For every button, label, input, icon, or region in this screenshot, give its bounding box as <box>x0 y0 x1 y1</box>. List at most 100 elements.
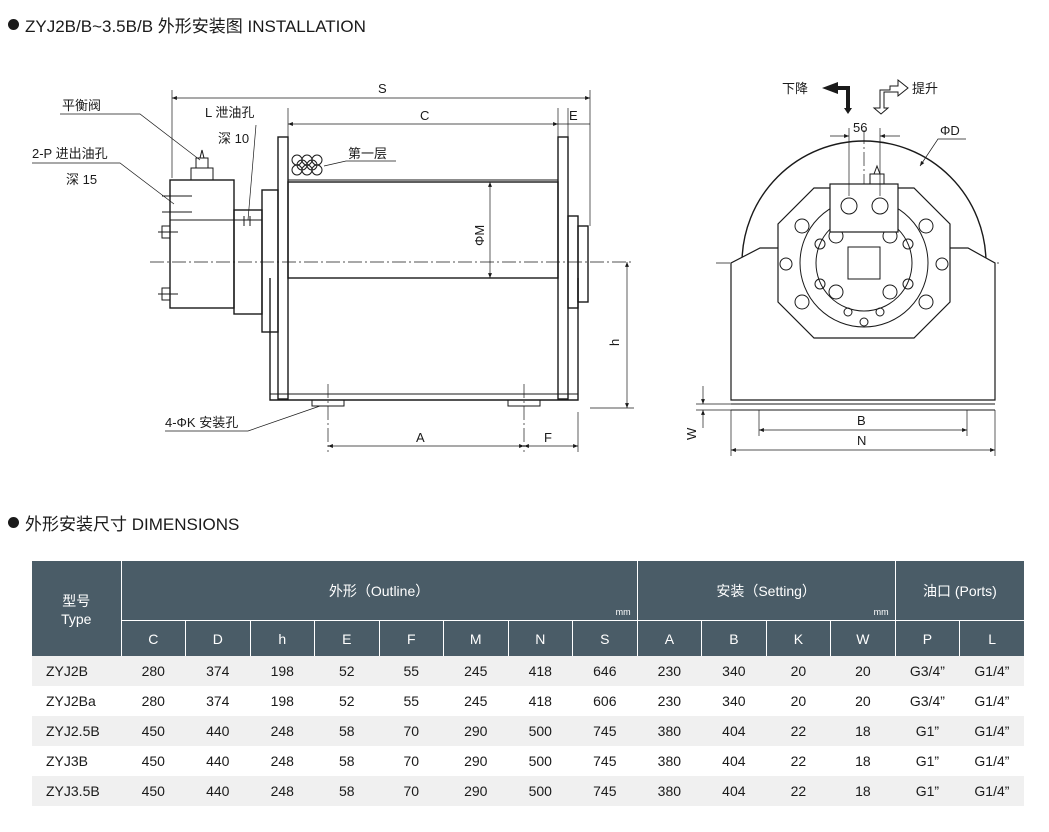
table-cell: 22 <box>766 776 831 806</box>
table-cell: 58 <box>314 716 379 746</box>
type-header: 型号 Type <box>32 561 122 656</box>
table-cell: 70 <box>379 716 444 746</box>
column-header-n: N <box>508 620 573 656</box>
dimensions-title: 外形安装尺寸 DIMENSIONS <box>25 515 240 534</box>
type-header-en: Type <box>61 610 92 627</box>
table-cell: 248 <box>270 753 294 769</box>
table-cell: 20 <box>830 656 896 686</box>
table-cell: 418 <box>528 693 552 709</box>
table-cell: 440 <box>206 753 230 769</box>
table-cell: 22 <box>766 716 831 746</box>
table-cell: 500 <box>508 776 573 806</box>
table-cell: 404 <box>701 716 767 746</box>
table-cell: 374 <box>185 656 250 686</box>
table-cell: G1/4” <box>959 716 1025 746</box>
table-cell: 248 <box>250 716 315 746</box>
table-cell: G3/4” <box>895 656 960 686</box>
model-cell: ZYJ2.5B <box>32 716 121 746</box>
table-cell: 450 <box>141 753 165 769</box>
mounting-holes-label: 4-ΦK 安装孔 <box>165 415 238 430</box>
column-header-f: F <box>379 620 444 656</box>
column-header-d: D <box>185 620 251 656</box>
outline-unit: mm <box>615 607 631 617</box>
column-header-k: K <box>766 620 832 656</box>
table-cell: 290 <box>464 753 488 769</box>
table-cell: 58 <box>338 753 355 769</box>
column-header-m: M <box>443 620 509 656</box>
table-cell: 450 <box>121 716 186 746</box>
table-cell: 230 <box>657 693 682 709</box>
dim-label-n: N <box>857 433 866 448</box>
table-cell: G1” <box>895 776 960 806</box>
column-header-p: P <box>895 620 961 656</box>
table-cell: 70 <box>403 753 420 769</box>
model-cell: ZYJ3.5B <box>32 776 121 806</box>
table-cell: 280 <box>121 656 186 686</box>
drain-port-label: L 泄油孔 <box>205 105 254 120</box>
setting-unit: mm <box>873 607 889 617</box>
oil-ports-label: 2-P 进出油孔 <box>32 146 108 161</box>
table-cell: 248 <box>250 776 315 806</box>
bullet-icon <box>8 19 19 30</box>
table-cell: 58 <box>314 776 379 806</box>
table-cell: 374 <box>206 693 230 709</box>
table-cell: G1/4” <box>974 693 1010 709</box>
balance-valve-label: 平衡阀 <box>62 98 101 113</box>
column-header-c: C <box>121 620 186 656</box>
table-cell: 500 <box>528 753 552 769</box>
table-cell: 340 <box>722 693 746 709</box>
table-cell: 290 <box>443 716 508 746</box>
table-cell: 380 <box>657 753 682 769</box>
type-header-cn: 型号 <box>62 592 91 609</box>
table-cell: 404 <box>701 776 767 806</box>
dim-label-d: ΦD <box>940 123 960 138</box>
table-cell: 606 <box>593 693 617 709</box>
table-cell: 440 <box>185 716 250 746</box>
column-header-h: h <box>250 620 315 656</box>
dim-label-w: W <box>684 427 699 440</box>
table-cell: 340 <box>701 656 767 686</box>
first-layer-label: 第一层 <box>348 146 387 161</box>
model-cell: ZYJ3B <box>46 753 89 769</box>
dim-label-e: E <box>569 108 578 123</box>
table-cell: 745 <box>593 753 617 769</box>
table-group-header: 型号 Type 外形（Outline） mm 安装（Setting） mm 油口… <box>32 561 1025 656</box>
table-cell: 245 <box>464 693 488 709</box>
table-cell: 18 <box>855 753 871 769</box>
drain-port-depth: 深 10 <box>218 131 249 146</box>
table-cell: G3/4” <box>909 693 945 709</box>
ports-group-header: 油口 (Ports) <box>895 561 1025 621</box>
table-cell: 500 <box>508 716 573 746</box>
column-header-l: L <box>959 620 1025 656</box>
table-cell: 20 <box>790 693 807 709</box>
table-cell: 404 <box>722 753 746 769</box>
table-cell: 290 <box>443 776 508 806</box>
dim-label-m: ΦM <box>472 225 487 246</box>
column-header-w: W <box>830 620 896 656</box>
table-cell: 20 <box>766 656 831 686</box>
dim-label-a: A <box>416 430 425 445</box>
table-cell: 70 <box>379 776 444 806</box>
table-cell: 230 <box>637 656 702 686</box>
table-cell: 380 <box>637 716 702 746</box>
hoisting-label: 提升 <box>912 81 938 96</box>
column-header-b: B <box>701 620 767 656</box>
model-cell: ZYJ2Ba <box>46 693 96 709</box>
dim-label-f: F <box>544 430 552 445</box>
table-cell: 418 <box>508 656 573 686</box>
table-cell: 198 <box>270 693 294 709</box>
table-cell: G1” <box>915 753 940 769</box>
lowering-arrow-icon <box>822 82 850 110</box>
outline-group-header: 外形（Outline） mm <box>121 561 638 621</box>
setting-group-header: 安装（Setting） mm <box>637 561 896 621</box>
model-cell: ZYJ2B <box>32 656 121 686</box>
table-cell: 380 <box>637 776 702 806</box>
column-header-s: S <box>572 620 638 656</box>
table-cell: 245 <box>443 656 508 686</box>
